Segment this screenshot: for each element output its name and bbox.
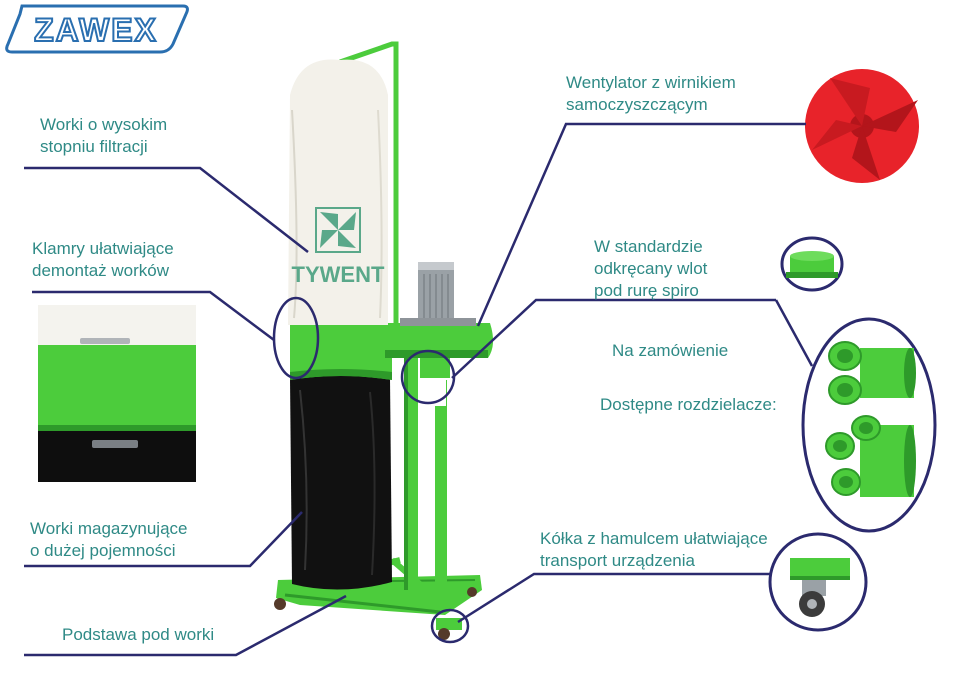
label-splitters: Dostępne rozdzielacze: [600,395,777,414]
caster-wheel-icon [768,532,868,632]
impeller-icon [805,69,919,183]
label-fan: Wentylator z wirnikiem samoczyszczącym [566,73,736,114]
brand-logo-badge: ZAWEX [5,4,189,54]
label-bags-filtration: Worki o wysokim stopniu filtracji [40,115,168,156]
brand-logo-text: ZAWEX [34,12,158,48]
label-storage-bags: Worki magazynujące o dużej pojemności [30,519,188,560]
base-frame [276,557,482,615]
fan-housing [385,323,494,358]
black-storage-bag [290,375,392,590]
label-inlet: W standardzie odkręcany wlot pod rurę sp… [594,237,708,300]
fan-logo-icon [315,207,361,253]
caster-wheels [274,587,477,640]
motor [418,262,454,324]
stand-post-right [435,380,447,610]
green-collar [290,325,392,380]
splitter-icon [801,317,937,533]
bag-hanger-rod [339,41,399,330]
callouts [24,122,814,657]
machine: TYWENT [274,41,494,640]
stand-post-left [404,350,418,590]
label-clamps: Klamry ułatwiające demontaż worków [32,239,174,280]
clamp-photo-inset [38,305,196,482]
inlet-image [780,236,844,292]
label-base: Podstawa pod worki [62,625,215,644]
bag-brand-text: TYWENT [292,262,385,287]
label-on-order: Na zamówienie [612,341,729,360]
label-wheels: Kółka z hamulcem ułatwiające transport u… [540,529,768,570]
white-filter-bag [288,59,388,325]
